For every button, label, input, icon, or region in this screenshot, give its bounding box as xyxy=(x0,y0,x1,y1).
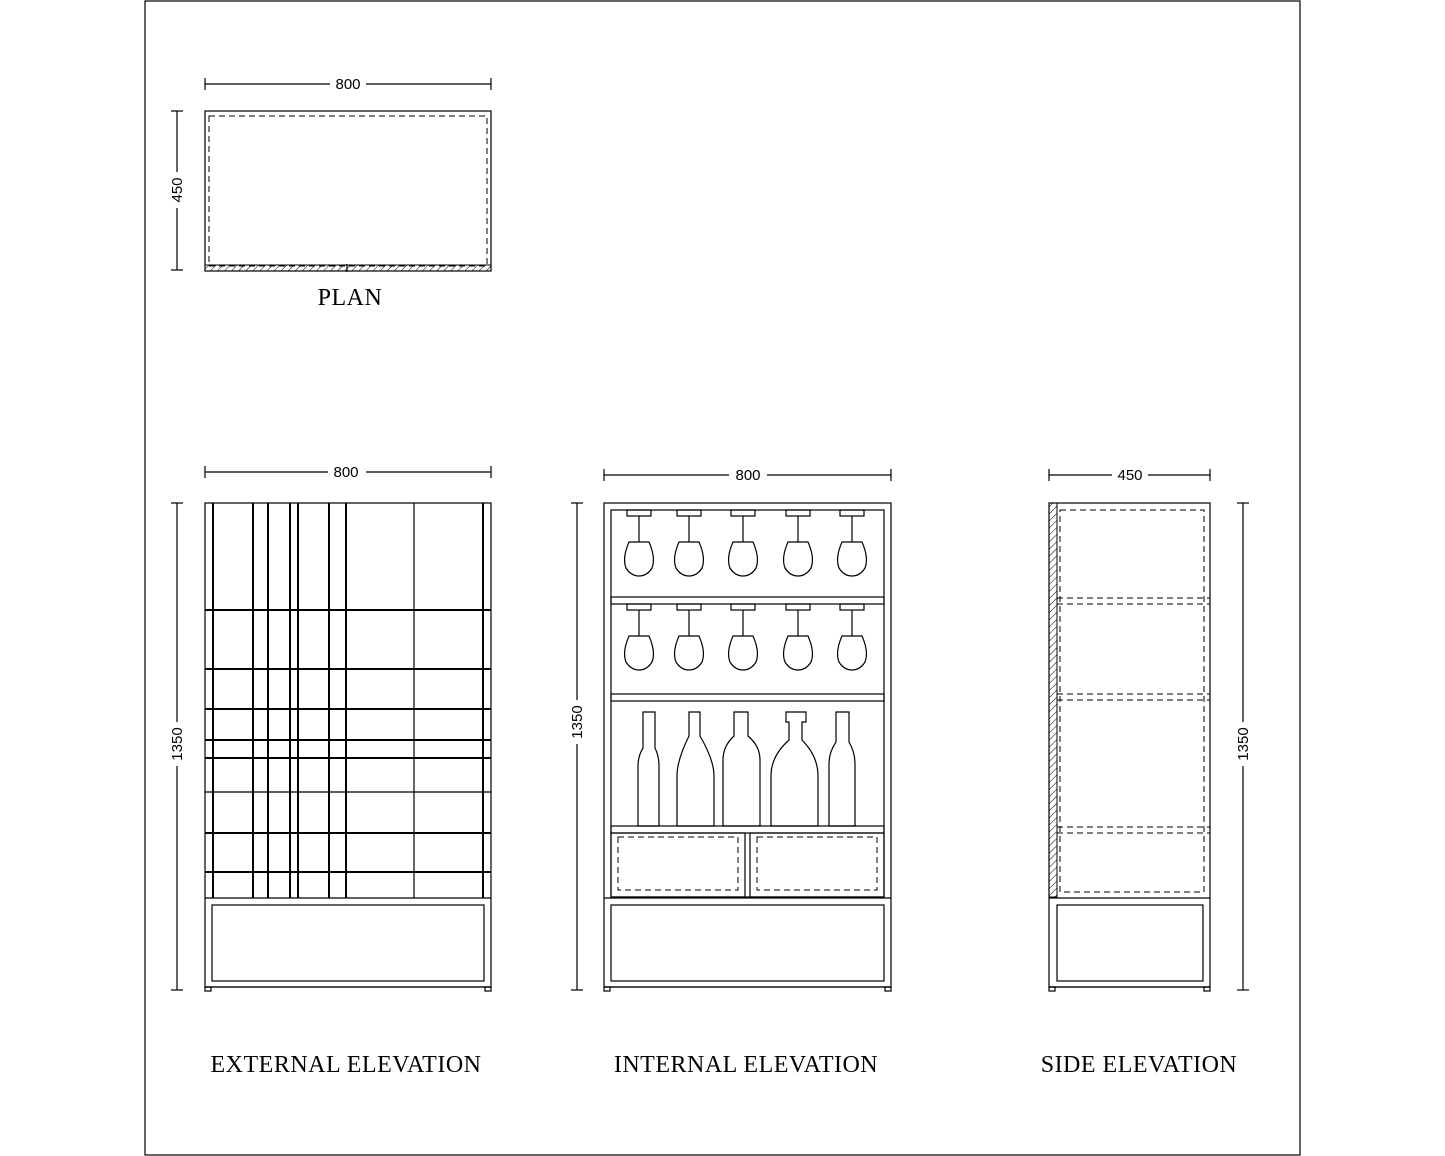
side-elevation-title: SIDE ELEVATION xyxy=(1041,1052,1238,1078)
external-elevation-title: EXTERNAL ELEVATION xyxy=(211,1052,482,1078)
side-width-dim: 450 xyxy=(1117,467,1142,484)
plan-view: 800 450 PLAN xyxy=(168,74,492,311)
internal-width-dim: 800 xyxy=(735,467,760,484)
bottles-row xyxy=(637,711,856,827)
plan-width-dim: 800 xyxy=(335,76,360,93)
external-width-dim: 800 xyxy=(333,464,358,481)
side-height-dim: 1350 xyxy=(1235,727,1252,760)
sheet-border xyxy=(144,0,1301,1156)
wine-glasses-row-1 xyxy=(623,509,868,577)
internal-elevation: 800 1350 xyxy=(568,465,892,1078)
internal-elevation-title: INTERNAL ELEVATION xyxy=(614,1052,878,1078)
side-elevation: 450 1350 SIDE ELEVATION xyxy=(1041,465,1252,1078)
external-grid-verticals xyxy=(212,503,484,898)
plan-title: PLAN xyxy=(318,285,383,311)
plan-depth-dim: 450 xyxy=(169,177,186,202)
internal-height-dim: 1350 xyxy=(569,705,586,738)
external-elevation: 800 1350 xyxy=(168,462,492,1078)
wine-glasses-row-2 xyxy=(623,603,868,671)
external-grid-horizontals xyxy=(205,609,491,873)
external-height-dim: 1350 xyxy=(169,727,186,760)
